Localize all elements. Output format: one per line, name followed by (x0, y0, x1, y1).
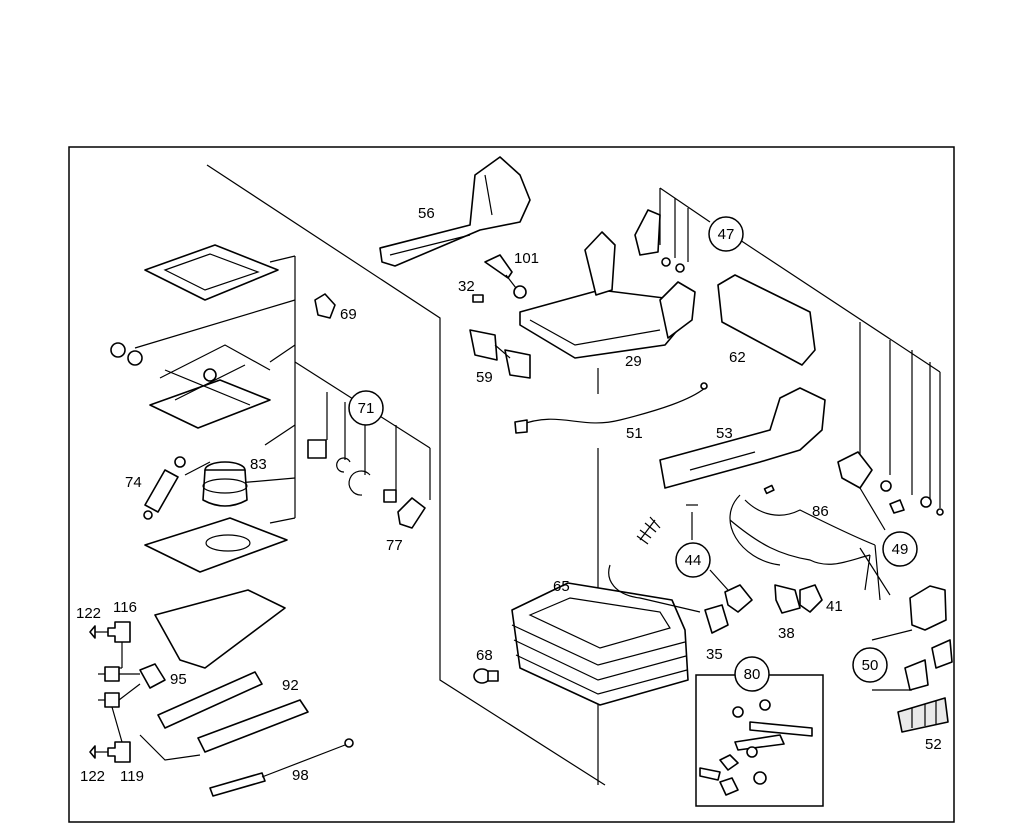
part-scissor-mechanism (149, 344, 271, 429)
part-53-side-trim (659, 387, 826, 489)
diagram-frame (68, 146, 955, 823)
part-44-spring (636, 504, 753, 634)
callout-49: 49 (882, 531, 918, 567)
svg-text:80: 80 (744, 666, 761, 683)
part-49-lever (837, 451, 944, 531)
part-29-seat-frame (519, 231, 696, 359)
part-top-plate (144, 244, 279, 301)
label-62: 62 (729, 349, 746, 366)
callout-71: 71 (348, 390, 384, 426)
label-95: 95 (170, 671, 187, 688)
part-86-harness (729, 484, 891, 614)
part-59-brackets (469, 329, 531, 379)
svg-text:71: 71 (358, 400, 375, 417)
part-base-plate (144, 517, 288, 573)
svg-text:49: 49 (892, 541, 909, 558)
part-50-switches (871, 585, 953, 733)
label-59: 59 (476, 369, 493, 386)
label-69: 69 (340, 306, 357, 323)
part-65-spring-basket (511, 564, 701, 706)
part-32-clip (472, 294, 484, 303)
label-122-top: 122 (76, 605, 101, 622)
part-47-guide-lines (739, 239, 941, 508)
svg-text:44: 44 (685, 552, 702, 569)
part-68-plug (473, 668, 499, 684)
label-29: 29 (625, 353, 642, 370)
part-80-hardware-box (695, 674, 824, 807)
label-101: 101 (514, 250, 539, 267)
part-92-seat-rails (139, 671, 309, 761)
label-35: 35 (706, 646, 723, 663)
callout-44: 44 (675, 542, 711, 578)
label-119: 119 (120, 768, 144, 785)
label-68: 68 (476, 647, 493, 664)
label-41: 41 (826, 598, 843, 615)
part-83-air-spring (202, 461, 248, 507)
part-71-small-parts (307, 439, 426, 529)
callout-50: 50 (852, 647, 888, 683)
label-116: 116 (113, 599, 137, 616)
callout-80: 80 (734, 656, 770, 692)
label-38: 38 (778, 625, 795, 642)
label-32: 32 (458, 278, 475, 295)
label-65: 65 (553, 578, 570, 595)
part-56-side-cover (379, 156, 531, 267)
svg-text:47: 47 (718, 226, 735, 243)
label-98: 98 (292, 767, 309, 784)
part-101-buckle (484, 254, 527, 299)
part-62-cushion-panel (717, 274, 816, 366)
label-56: 56 (418, 205, 435, 222)
part-51-cable (514, 382, 708, 434)
label-52: 52 (925, 736, 942, 753)
part-47-bracket (634, 187, 711, 273)
label-86: 86 (812, 503, 829, 520)
callout-47: 47 (708, 216, 744, 252)
part-washers (110, 342, 143, 366)
label-83: 83 (250, 456, 267, 473)
label-77: 77 (386, 537, 403, 554)
part-slide-bracket (154, 589, 286, 669)
part-95-connector (139, 663, 166, 689)
left-stack-lines (134, 255, 431, 524)
label-51: 51 (626, 425, 643, 442)
connector-symbols (89, 621, 141, 763)
label-92: 92 (282, 677, 299, 694)
label-122-bottom: 122 (80, 768, 105, 785)
part-69-bracket (314, 293, 336, 319)
svg-text:50: 50 (862, 657, 879, 674)
label-53: 53 (716, 425, 733, 442)
part-98-gas-strut (209, 738, 354, 797)
label-74: 74 (125, 474, 142, 491)
part-74-shock-absorber (143, 456, 186, 520)
